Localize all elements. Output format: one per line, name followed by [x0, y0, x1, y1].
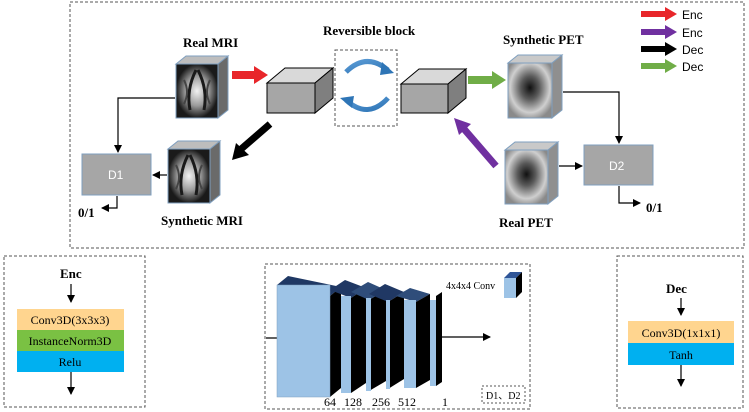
reversible-block-box [334, 49, 398, 127]
synthetic-mri-label: Synthetic MRI [161, 213, 243, 228]
decoder-arrow-black [232, 121, 273, 160]
encoder-arrow-purple [454, 118, 499, 169]
real-pet-label: Real PET [499, 215, 553, 230]
real-mri-label: Real MRI [183, 35, 238, 50]
synthetic-pet-label: Synthetic PET [503, 32, 584, 47]
conv-cube-icon [504, 272, 522, 298]
disc-footer-label: D1、D2 [486, 391, 520, 402]
enc-layer-relu: Relu [17, 351, 124, 372]
legend-item-dec-black: Dec [641, 42, 703, 57]
brain-mri-cube-icon [174, 54, 230, 120]
connector-arrow [101, 196, 118, 212]
3d-block-icon [399, 67, 468, 115]
legend-item-enc-purple: Enc [641, 25, 703, 40]
connector-arrow [618, 186, 641, 207]
legend-label: Enc [682, 8, 703, 22]
dec-layer-tanh: Tanh [628, 343, 734, 365]
discriminator-d1 [81, 153, 152, 196]
legend-label: Dec [682, 60, 703, 74]
discriminator-d2 [583, 144, 654, 186]
enc-layer-label: Conv3D(3x3x3) [31, 313, 110, 327]
channel-label: 128 [344, 395, 362, 409]
enc-panel-border [3, 255, 146, 408]
enc-layer-label: Relu [59, 355, 82, 369]
dec-title: Dec [666, 281, 687, 296]
legend-item-enc-red: Enc [641, 7, 703, 22]
d2-output-label: 0/1 [646, 200, 663, 215]
d2-label: D2 [609, 159, 625, 173]
circular-arrows-icon [340, 59, 394, 112]
dec-layer-conv: Conv3D(1x1x1) [628, 321, 734, 343]
connector-arrow [114, 97, 175, 153]
conv-legend-label: 4x4x4 Conv [446, 281, 495, 292]
d1-label: D1 [108, 168, 124, 182]
3d-block-icon [265, 66, 335, 115]
top-panel-border [69, 1, 745, 249]
channel-label: 64 [324, 395, 336, 409]
conv-stack [276, 276, 442, 398]
channel-label: 1 [442, 395, 448, 409]
channel-label: 512 [398, 395, 416, 409]
enc-title: Enc [60, 266, 82, 281]
disc-footer-box [481, 385, 526, 404]
channel-label: 256 [372, 395, 390, 409]
encoder-arrow-red [232, 66, 268, 84]
connector-arrow [563, 91, 623, 144]
decoder-arrow-green [468, 71, 506, 89]
brain-mri-cube-icon [166, 139, 222, 205]
legend-item-dec-green: Dec [641, 59, 703, 74]
brain-pet-cube-icon [506, 53, 564, 120]
d1-output-label: 0/1 [78, 205, 95, 220]
legend: Enc Enc Dec Dec [641, 7, 703, 74]
disc-panel-border [264, 263, 531, 410]
legend-label: Dec [682, 43, 703, 57]
legend-label: Enc [682, 26, 703, 40]
dec-layer-label: Tanh [669, 348, 693, 362]
enc-layer-label: InstanceNorm3D [29, 334, 112, 348]
dec-layer-label: Conv3D(1x1x1) [642, 326, 721, 340]
enc-layer-norm: InstanceNorm3D [17, 330, 124, 351]
brain-pet-cube-icon [503, 140, 560, 206]
dec-panel-border [616, 255, 744, 409]
enc-layer-conv: Conv3D(3x3x3) [17, 309, 124, 330]
reversible-block-label: Reversible block [323, 23, 416, 38]
